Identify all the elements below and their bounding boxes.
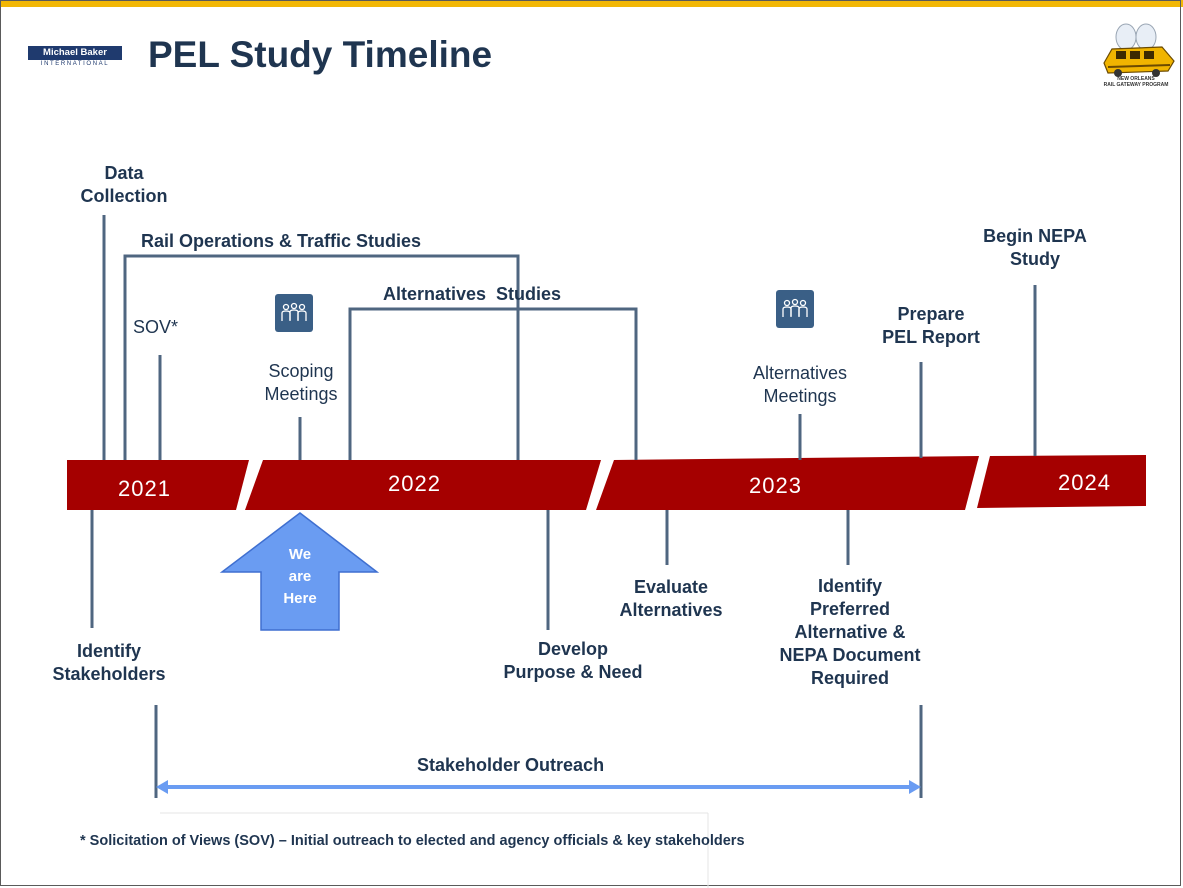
bar-segment-2023 [596, 456, 979, 510]
label-identify-stakeholders: Identify Stakeholders [44, 640, 174, 686]
bracket-alternatives-studies [348, 307, 638, 460]
logo-right-caption-2: RAIL GATEWAY PROGRAM [1103, 82, 1169, 88]
label-prepare-pel: Prepare PEL Report [866, 303, 996, 349]
label-line: Prepare [897, 304, 965, 324]
rail-gateway-logo: NEW ORLEANS RAIL GATEWAY PROGRAM [1090, 23, 1182, 95]
label-line: Here [283, 590, 317, 607]
bar-segment-2024 [977, 455, 1146, 508]
label-line: Stakeholders [52, 664, 166, 684]
year-label-2021: 2021 [118, 476, 171, 501]
bee-train-icon [1103, 23, 1175, 77]
label-rail-operations: Rail Operations & Traffic Studies [141, 231, 422, 251]
year-label-2024: 2024 [1058, 470, 1111, 495]
bar-segment-2021 [67, 460, 249, 510]
label-line: Meetings [264, 384, 338, 404]
label-line: Evaluate [633, 577, 709, 597]
footnote: * Solicitation of Views (SOV) – Initial … [80, 833, 745, 849]
label-line: Data [104, 163, 144, 183]
outreach-arrow [156, 780, 921, 794]
logo-right-caption-1: NEW ORLEANS [1117, 76, 1155, 82]
label-line: Begin NEPA [983, 226, 1087, 246]
label-line: Preferred [809, 599, 891, 619]
label-line: Meetings [763, 386, 837, 406]
label-line: Required [810, 668, 889, 688]
label-line: Scoping [268, 361, 334, 381]
michael-baker-logo: Michael Baker INTERNATIONAL [28, 46, 124, 72]
we-are-here-arrow [219, 512, 380, 631]
label-line: Develop [537, 639, 609, 659]
label-alternatives-meetings: Alternatives Meetings [730, 362, 870, 408]
label-line: Identify [76, 641, 141, 661]
label-develop-purpose: Develop Purpose & Need [493, 638, 653, 684]
label-line: Alternatives [752, 363, 848, 383]
year-label-2022: 2022 [388, 471, 441, 496]
label-begin-nepa: Begin NEPA Study [960, 225, 1110, 271]
label-line: We [288, 546, 312, 563]
label-line: Identify [817, 576, 882, 596]
label-data-collection: Data Collection [74, 162, 174, 208]
label-line: are [288, 568, 312, 585]
label-line: NEPA Document [779, 645, 921, 665]
label-line: Collection [80, 186, 168, 206]
logo-left-name: Michael Baker [28, 46, 122, 60]
label-identify-preferred: Identify Preferred Alternative & NEPA Do… [760, 575, 940, 690]
label-sov: SOV* [133, 317, 179, 337]
label-line: PEL Report [882, 327, 980, 347]
year-label-2023: 2023 [749, 473, 802, 498]
meeting-group-icon [776, 290, 814, 328]
bracket-rail-operations [123, 254, 520, 460]
meeting-group-icon [275, 294, 313, 332]
label-scoping-meetings: Scoping Meetings [246, 360, 356, 406]
label-alternatives-studies: Alternatives Studies [383, 284, 562, 304]
label-evaluate-alternatives: Evaluate Alternatives [601, 576, 741, 622]
page-title: PEL Study Timeline [148, 34, 493, 75]
label-line: Alternatives [619, 600, 723, 620]
label-line: Study [1009, 249, 1060, 269]
label-line: Alternative & [794, 622, 906, 642]
top-accent-bar [0, 0, 1183, 7]
bar-segment-2022 [245, 460, 601, 510]
label-line: Purpose & Need [503, 662, 643, 682]
we-are-here-label: We are Here [262, 544, 338, 610]
logo-left-sub: INTERNATIONAL [40, 61, 110, 67]
label-stakeholder-outreach: Stakeholder Outreach [417, 755, 605, 775]
